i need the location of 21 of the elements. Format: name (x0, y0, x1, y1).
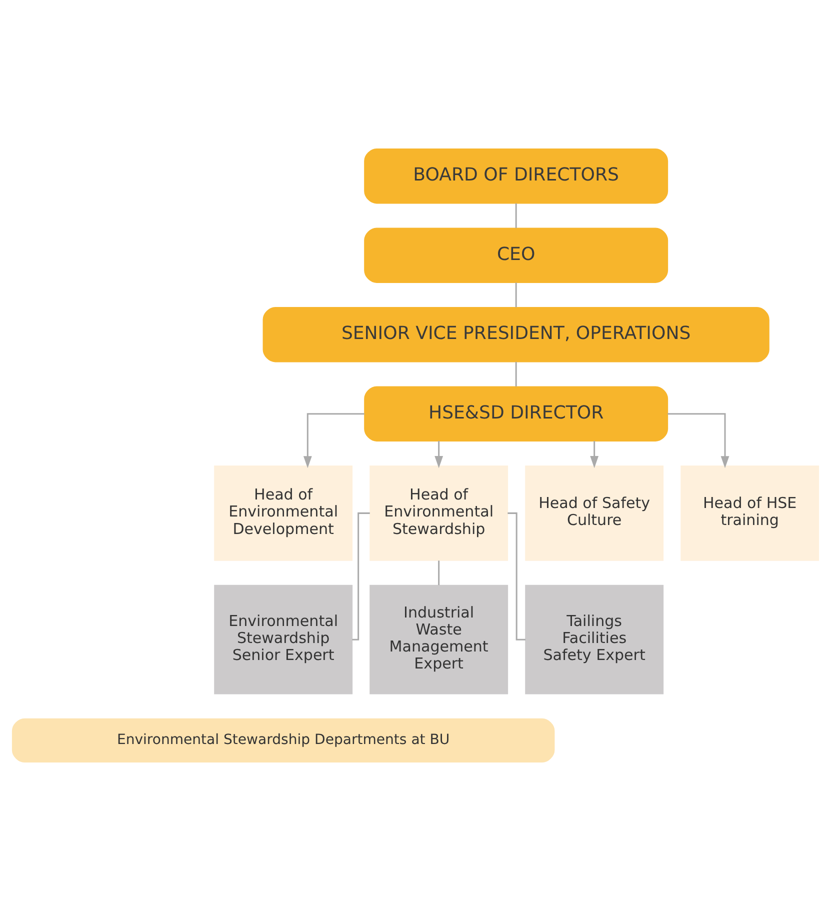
node-box: Industrial Waste Management Expert (370, 584, 508, 694)
arrow (590, 440, 599, 468)
arrow (668, 412, 730, 468)
arrow (303, 412, 364, 468)
node-box: Tailings Facilities Safety Expert (525, 584, 664, 694)
node-box: CEO (364, 227, 668, 282)
connector (438, 560, 440, 585)
node-box: HSE&SD DIRECTOR (364, 386, 668, 441)
node-box: Head of Environmental Stewardship (370, 465, 508, 560)
node-box: Head of Environmental Development (214, 465, 353, 560)
connector (515, 202, 517, 228)
connector (508, 512, 526, 640)
node-box: Environmental Stewardship Departments at BU (12, 718, 555, 762)
node-box: Head of HSE training (680, 465, 820, 560)
node-box: Head of Safety Culture (525, 465, 664, 560)
connector (515, 361, 517, 386)
node-box: BOARD OF DIRECTORS (364, 148, 668, 204)
arrow (434, 440, 444, 468)
node-box: Environmental Stewardship Senior Expert (214, 584, 353, 694)
node-box: SENIOR VICE PRESIDENT, OPERATIONS (262, 306, 770, 362)
connector (515, 282, 517, 307)
